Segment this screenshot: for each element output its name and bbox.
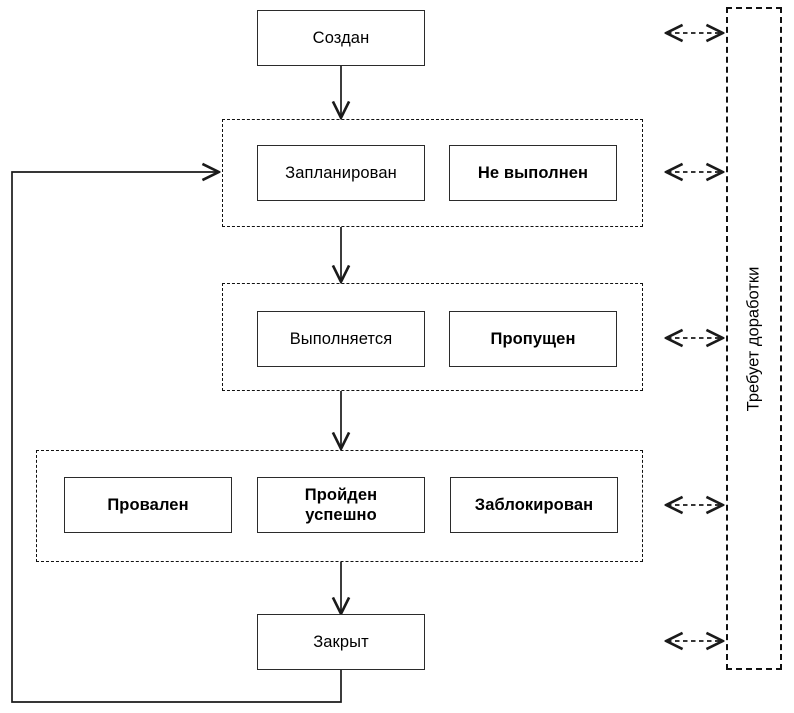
state-box-created[interactable]: Создан bbox=[257, 10, 425, 66]
state-label-planned: Запланирован bbox=[285, 163, 397, 182]
state-label-in-progress: Выполняется bbox=[289, 329, 393, 348]
state-label-blocked: Заблокирован bbox=[474, 495, 594, 514]
rework-panel-label: Требует доработки bbox=[744, 266, 763, 411]
state-box-failed[interactable]: Провален bbox=[64, 477, 232, 533]
state-label-not-executed: Не выполнен bbox=[477, 163, 589, 182]
state-label-passed-line2: успешно bbox=[305, 506, 377, 524]
state-label-skipped: Пропущен bbox=[490, 329, 576, 348]
state-box-blocked[interactable]: Заблокирован bbox=[450, 477, 618, 533]
state-box-in-progress[interactable]: Выполняется bbox=[257, 311, 425, 367]
state-box-planned[interactable]: Запланирован bbox=[257, 145, 425, 201]
state-box-closed[interactable]: Закрыт bbox=[257, 614, 425, 670]
group-in-progress bbox=[222, 283, 643, 391]
state-box-skipped[interactable]: Пропущен bbox=[449, 311, 617, 367]
group-results bbox=[36, 450, 643, 562]
state-label-passed-line1: Пройден bbox=[304, 485, 378, 504]
state-label-failed: Провален bbox=[107, 495, 189, 514]
group-planned bbox=[222, 119, 643, 227]
rework-panel: Требует доработки bbox=[726, 7, 782, 670]
state-label-created: Создан bbox=[312, 28, 370, 47]
state-label-closed: Закрыт bbox=[313, 632, 369, 651]
state-box-not-executed[interactable]: Не выполнен bbox=[449, 145, 617, 201]
state-box-passed[interactable]: Пройден успешно bbox=[257, 477, 425, 533]
